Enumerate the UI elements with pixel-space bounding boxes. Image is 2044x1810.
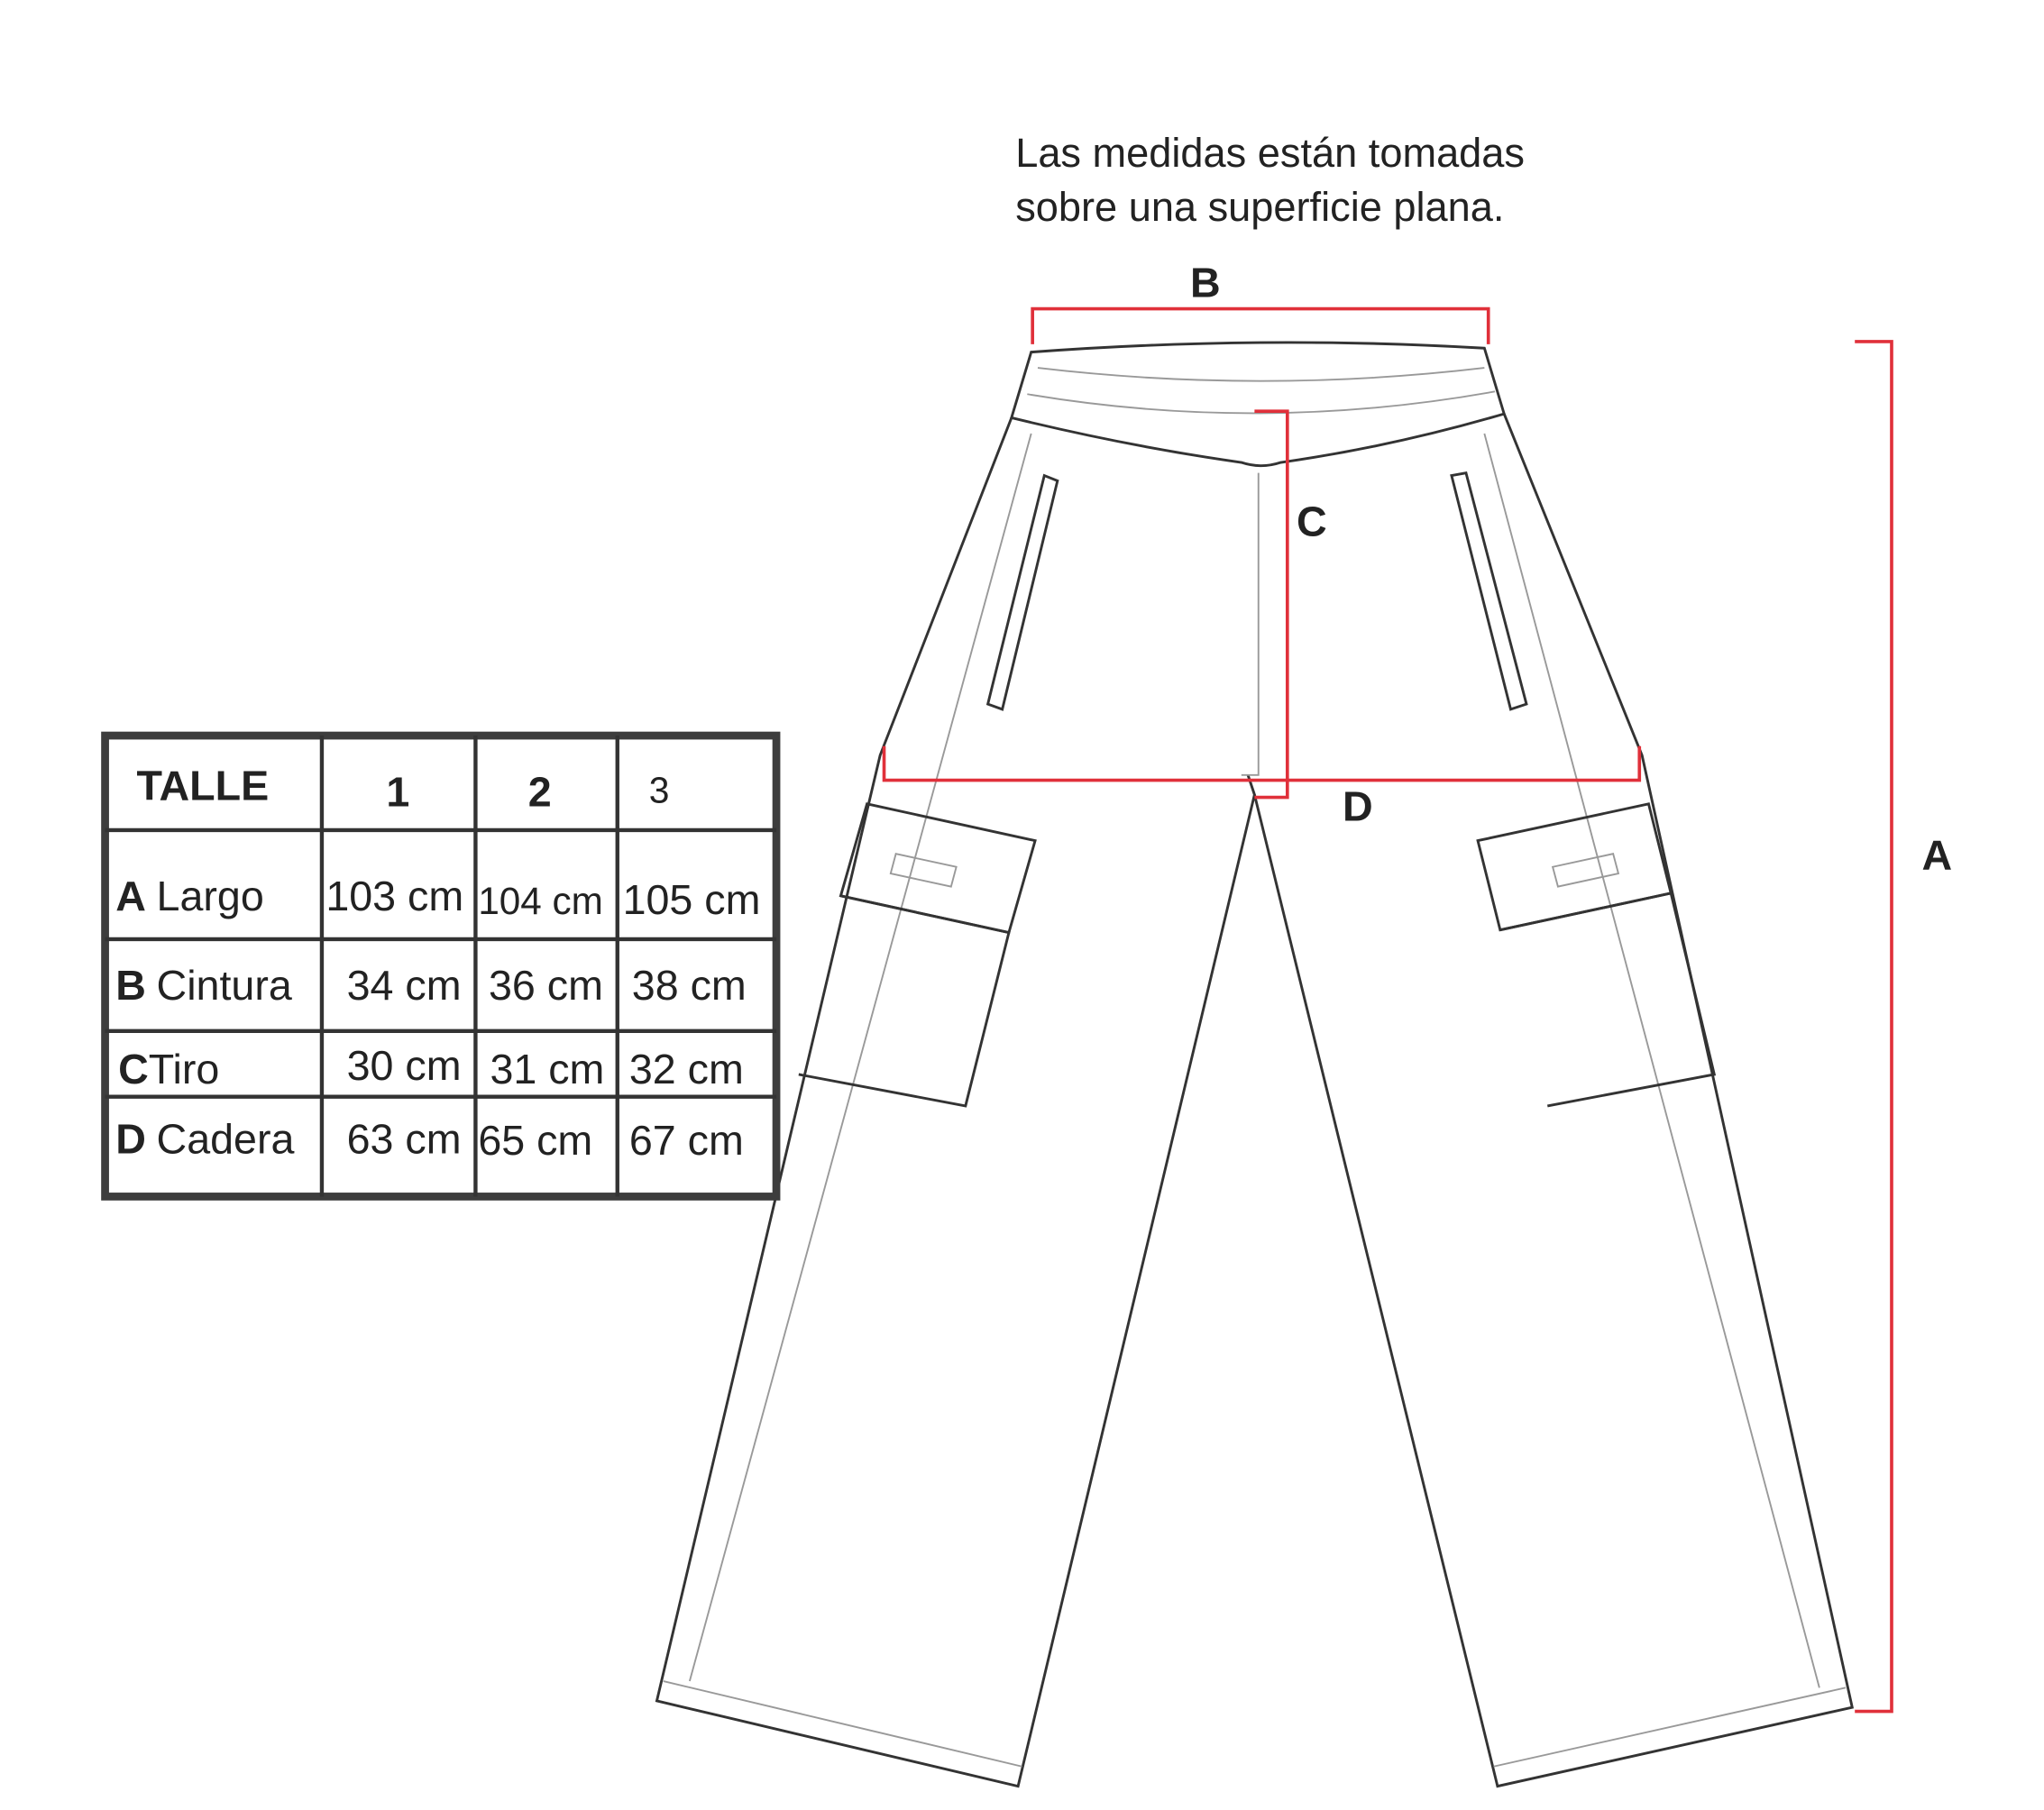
table-cell: 31 cm [490,1046,604,1092]
left-slant-pocket [985,473,1059,711]
table-cell: 38 cm [632,962,747,1009]
right-leg [1252,413,1855,1788]
note-line-1: Las medidas están tomadas [1015,130,1525,176]
table-cell: 34 cm [347,962,462,1009]
table-cell: 67 cm [629,1117,744,1164]
label-b: B [1190,259,1221,306]
row-label: CTiro [118,1046,219,1092]
label-c: C [1297,498,1327,545]
waistband [1010,341,1507,468]
measure-a [1855,340,1893,1714]
left-leg [655,416,1256,1788]
header-talle: TALLE [137,762,270,809]
table-cell: 104 cm [478,880,603,922]
left-cargo-pocket [798,894,1011,1108]
label-a: A [1922,832,1953,879]
label-d: D [1343,783,1373,830]
waistband-elastic [1027,367,1496,415]
right-cargo-flap [1476,802,1673,932]
table-cell: 105 cm [623,876,761,923]
right-slant-pocket [1450,471,1528,711]
measure-d [882,745,1642,782]
right-cargo-pocket [1499,891,1717,1108]
table-cell: 36 cm [489,962,603,1009]
table-cell: 63 cm [347,1115,462,1162]
header-size-2: 2 [528,769,552,816]
table-cell: 30 cm [347,1042,462,1089]
header-size-3: 3 [649,769,670,810]
table-row: CTiro 30 cm 31 cm 32 cm [118,1042,744,1092]
pants-drawing [655,341,1855,1788]
table-cell: 32 cm [629,1046,744,1092]
left-cargo-flap [839,802,1037,935]
table-cell: 65 cm [478,1117,592,1164]
table-cell: 103 cm [325,873,463,919]
note-line-2: sobre una superficie plana. [1015,184,1504,230]
measurement-lines [882,306,1893,1714]
header-size-1: 1 [386,769,409,816]
measure-c [1254,409,1289,800]
measure-b [1031,306,1490,344]
